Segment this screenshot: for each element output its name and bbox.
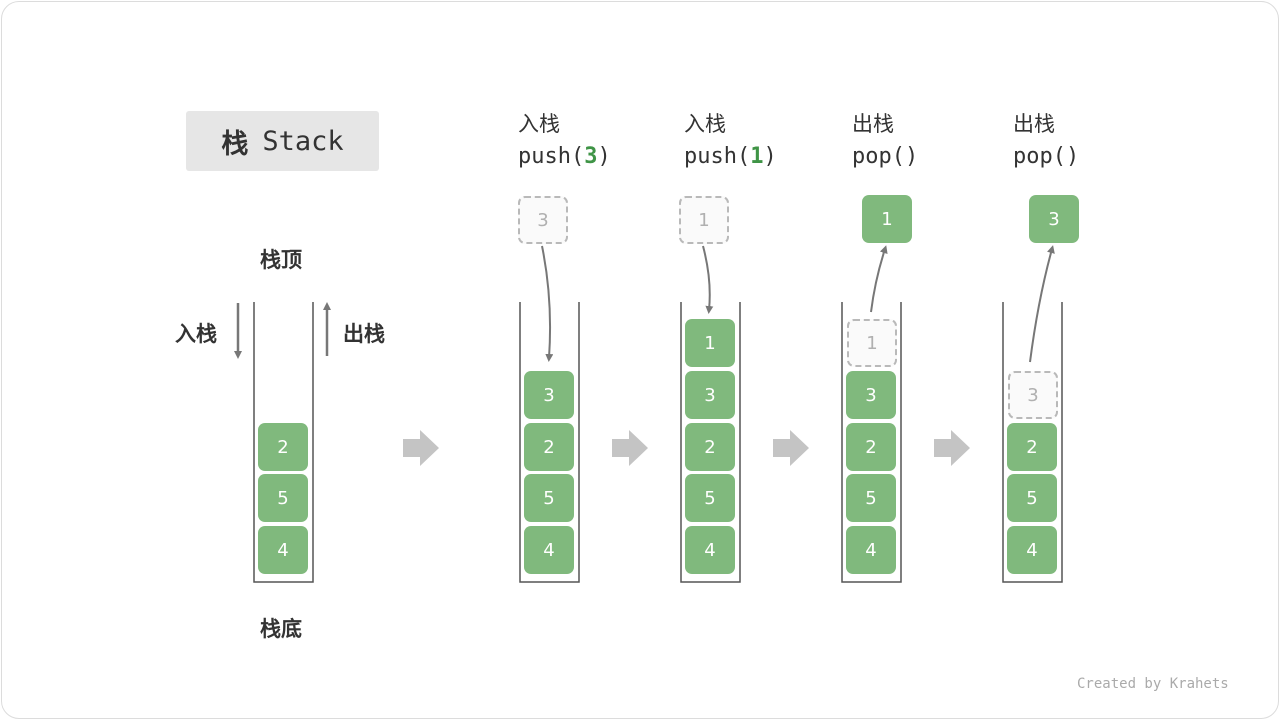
step3-element-2: 2	[846, 423, 896, 471]
step3-element-3: 3	[846, 371, 896, 419]
initial-element-2: 2	[258, 423, 308, 471]
step3-popped-element: 1	[862, 195, 912, 243]
step3-element-1: 5	[846, 474, 896, 522]
step4-element-0: 4	[1007, 526, 1057, 574]
transition-arrow-2	[612, 430, 648, 466]
step1-arg: 3	[584, 144, 598, 169]
step1-op-code: push(3)	[518, 144, 611, 169]
step2-element-3: 3	[685, 371, 735, 419]
step2-element-0: 4	[685, 526, 735, 574]
initial-element-0: 4	[258, 526, 308, 574]
step3-stack-tube	[841, 302, 902, 583]
step1-fn: push(	[518, 144, 585, 169]
step4-stack-tube	[1002, 302, 1063, 583]
transition-arrow-3	[773, 430, 809, 466]
transition-arrow-1	[403, 430, 439, 466]
stack-top-label: 栈顶	[260, 248, 302, 272]
step2-incoming-ghost: 1	[679, 196, 729, 244]
step2-fn: push(	[684, 144, 751, 169]
step3-fn: pop()	[852, 144, 919, 169]
step4-op-code: pop()	[1013, 144, 1079, 169]
step3-element-0: 4	[846, 526, 896, 574]
step2-op-code: push(1)	[684, 144, 777, 169]
push-3-move-arrow	[541, 245, 554, 362]
step1-element-2: 2	[524, 423, 574, 471]
step3-op-code: pop()	[852, 144, 918, 169]
step4-popped-element: 3	[1029, 195, 1079, 243]
step4-fn: pop()	[1013, 144, 1080, 169]
step1-element-0: 4	[524, 526, 574, 574]
step1-end: )	[597, 144, 611, 169]
initial-stack-tube	[253, 302, 314, 583]
step1-op-cn: 入栈	[518, 112, 560, 136]
step1-element-3: 3	[524, 371, 574, 419]
stack-bottom-label: 栈底	[260, 617, 302, 641]
pop-1-move-arrow	[870, 245, 888, 313]
step1-element-1: 5	[524, 474, 574, 522]
step2-element-2: 2	[685, 423, 735, 471]
initial-element-1: 5	[258, 474, 308, 522]
step4-element-2: 2	[1007, 423, 1057, 471]
step4-removed-ghost: 3	[1008, 371, 1058, 419]
step2-end: )	[763, 144, 777, 169]
step4-op-cn: 出栈	[1013, 112, 1055, 136]
credit-text: Created by Krahets	[1077, 676, 1229, 692]
step1-stack-tube	[519, 302, 580, 583]
step2-op-cn: 入栈	[684, 112, 726, 136]
title-cn: 栈	[221, 128, 249, 160]
pop-3-move-arrow	[1029, 245, 1055, 363]
title-en: Stack	[262, 125, 344, 157]
pop-label: 出栈	[343, 322, 385, 346]
transition-arrow-4	[934, 430, 970, 466]
step2-stack-tube	[680, 302, 741, 583]
step1-incoming-ghost: 3	[518, 196, 568, 244]
step3-removed-ghost: 1	[847, 319, 897, 367]
step2-element-4: 1	[685, 319, 735, 367]
step2-arg: 1	[750, 144, 764, 169]
step2-element-1: 5	[685, 474, 735, 522]
push-1-move-arrow	[702, 245, 714, 314]
push-label: 入栈	[175, 322, 217, 346]
step3-op-cn: 出栈	[852, 112, 894, 136]
title-badge: 栈 Stack	[186, 111, 379, 171]
step4-element-1: 5	[1007, 474, 1057, 522]
